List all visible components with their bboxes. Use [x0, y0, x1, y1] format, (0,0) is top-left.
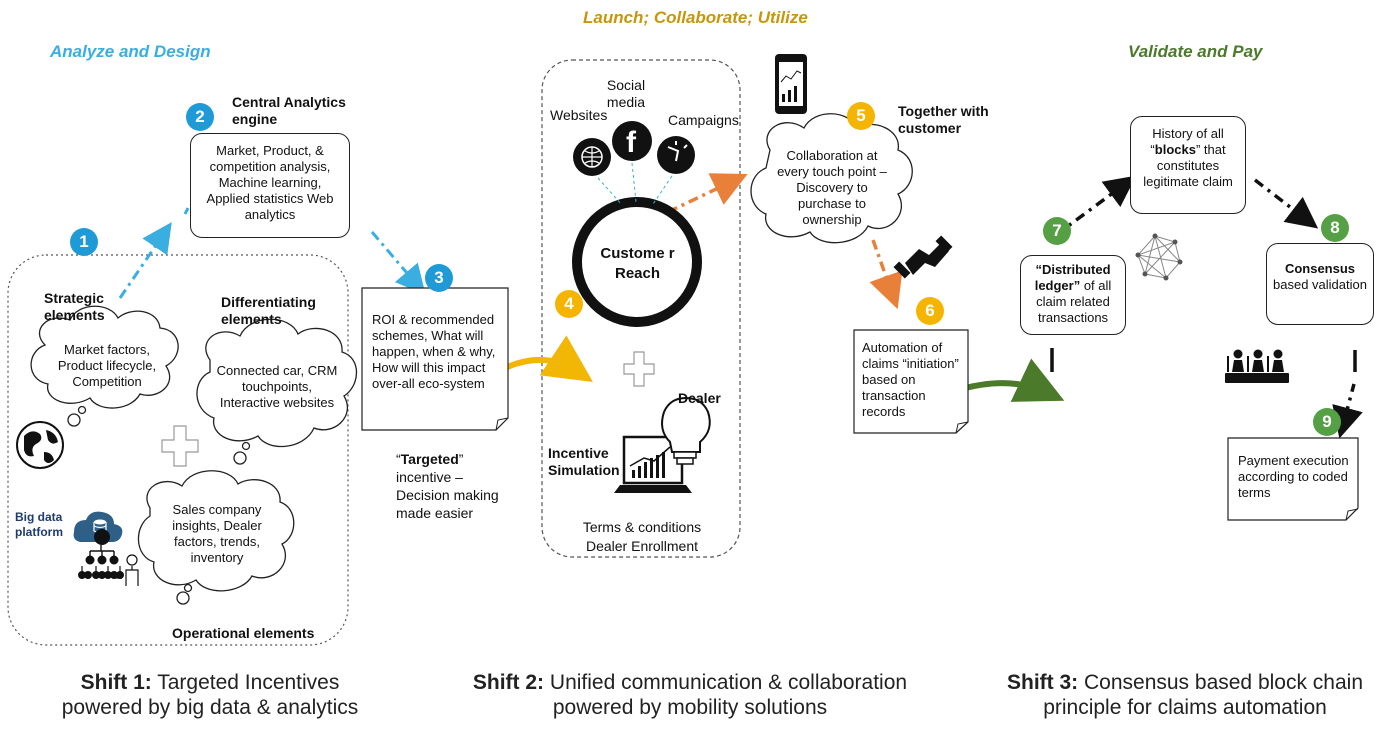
arrow-8-to-9 [1332, 383, 1363, 439]
payment-note-text: Payment execution according to coded ter… [1238, 453, 1349, 500]
ledger-rest: of all claim related transactions [1036, 278, 1112, 325]
world-globe-icon [16, 421, 64, 469]
customer-reach-label: Custome r Reach [600, 245, 675, 282]
targeted-bold: Targeted [400, 451, 459, 467]
shift1-container [7, 254, 349, 646]
arrow-2-to-3 [370, 231, 426, 296]
step-badge-8: 8 [1321, 214, 1349, 242]
phase-title-analyze: Analyze and Design [50, 42, 211, 61]
operational-elements-title: Operational elements [172, 625, 315, 641]
differentiating-cloud-shape [196, 318, 357, 465]
operational-cloud-shape [137, 470, 295, 605]
history-blocks-box: History of all “blocks” that constitutes… [1130, 116, 1246, 214]
automation-note-text: Automation of claims “initiation” based … [862, 340, 959, 419]
customer-reach-ring [572, 197, 702, 327]
differentiating-elements-title: Differentiating elements [221, 294, 316, 327]
history-bold: blocks [1154, 142, 1196, 157]
payment-note-shape [1227, 437, 1359, 521]
footer-shift3: Shift 3: Consensus based block chain pri… [995, 670, 1375, 720]
campaigns-label: Campaigns [668, 112, 739, 128]
step-badge-3: 3 [425, 264, 453, 292]
footer-shift2: Shift 2: Unified communication & collabo… [460, 670, 920, 720]
mobile-phone-icon [775, 54, 807, 114]
step-badge-4: 4 [555, 290, 583, 318]
history-pre: History of all “ [1150, 126, 1224, 157]
step-badge-2: 2 [186, 103, 214, 131]
roi-note-text: ROI & recommended schemes, What will hap… [372, 312, 496, 391]
arrow-5-to-6 [869, 239, 903, 310]
ledger-bold: “Distributed ledger” [1034, 262, 1111, 293]
automation-note-shape [853, 329, 969, 434]
incentive-simulation-label: Incentive Simulation [548, 445, 620, 478]
terms-conditions-label: Terms & conditions [582, 519, 702, 535]
big-data-platform-label: Big data platform [15, 510, 63, 539]
consensus-rest: based validation [1273, 277, 1367, 292]
targeted-incentive-text: “Targeted” incentive – Decision making m… [396, 451, 499, 521]
history-post: ” that constitutes legitimate claim [1143, 142, 1233, 189]
arrow-3-to-4 [503, 335, 593, 382]
collaboration-cloud-shape [750, 113, 913, 244]
plus-icon-shift2 [623, 351, 655, 387]
collaboration-cloud-text: Collaboration at every touch point – Dis… [777, 148, 887, 227]
footer-shift1: Shift 1: Targeted Incentives powered by … [40, 670, 380, 720]
phase-title-launch: Launch; Collaborate; Utilize [583, 8, 808, 27]
lightbulb-icon [661, 396, 711, 465]
phase-title-validate: Validate and Pay [1128, 42, 1263, 61]
plus-icon-shift1 [161, 425, 199, 467]
strategic-cloud-shape [30, 305, 179, 427]
arrow-4-to-5 [667, 173, 748, 214]
consensus-validation-box: Consensus based validation [1266, 243, 1374, 325]
targeted-rest: incentive – Decision making made easier [396, 469, 499, 521]
central-analytics-title: Central Analytics engine [232, 94, 346, 127]
social-media-label: Social media [606, 77, 646, 110]
consensus-bold: Consensus [1284, 261, 1356, 276]
step-badge-5: 5 [847, 102, 875, 130]
operational-cloud-text: Sales company insights, Dealer factors, … [172, 502, 262, 565]
footer-shift1-bold: Shift 1: [80, 671, 152, 694]
footer-shift3-bold: Shift 3: [1006, 671, 1079, 694]
dealer-label: Dealer [678, 390, 721, 406]
campaigns-icon [657, 136, 695, 174]
central-analytics-body: Market, Product, & competition analysis,… [206, 143, 334, 222]
roi-note-shape [361, 287, 509, 431]
footer-shift2-bold: Shift 2: [472, 671, 545, 694]
step-badge-9: 9 [1313, 408, 1341, 436]
svg-text:f: f [626, 126, 637, 159]
differentiating-cloud-text: Connected car, CRM touchpoints, Interact… [216, 363, 338, 410]
arrow-1-to-2 [118, 222, 172, 299]
footer-shift2-rest: Unified communication & collaboration po… [544, 671, 908, 719]
distributed-ledger-box: “Distributed ledger” of all claim relate… [1020, 255, 1126, 335]
step-badge-6: 6 [916, 297, 944, 325]
strategic-elements-title: Strategic elements [44, 290, 105, 323]
shift2-container [541, 59, 741, 558]
step-badge-7: 7 [1043, 217, 1071, 245]
step-badge-1: 1 [70, 228, 98, 256]
globe-icon [573, 138, 611, 176]
dealer-enrollment-label: Dealer Enrollment [585, 538, 699, 554]
strategic-cloud-text: Market factors, Product lifecycle, Compe… [57, 342, 157, 389]
arrow-history-to-8 [1253, 178, 1319, 229]
facebook-icon: f [612, 121, 652, 161]
meeting-table-icon [1225, 349, 1289, 383]
arrow-7-to-history [1054, 175, 1137, 237]
network-ledger-icon [1135, 233, 1183, 281]
footer-shift3-rest: Consensus based block chain principle fo… [1043, 671, 1363, 719]
org-hierarchy-icon [78, 529, 139, 586]
websites-label: Websites [550, 107, 608, 123]
arrow-6-to-7 [957, 358, 1065, 402]
handshake-icon [893, 235, 953, 279]
central-analytics-box: Market, Product, & competition analysis,… [190, 133, 350, 238]
together-with-customer-label: Together with customer [898, 103, 989, 136]
footer-shift1-rest: Targeted Incentives powered by big data … [61, 671, 359, 719]
